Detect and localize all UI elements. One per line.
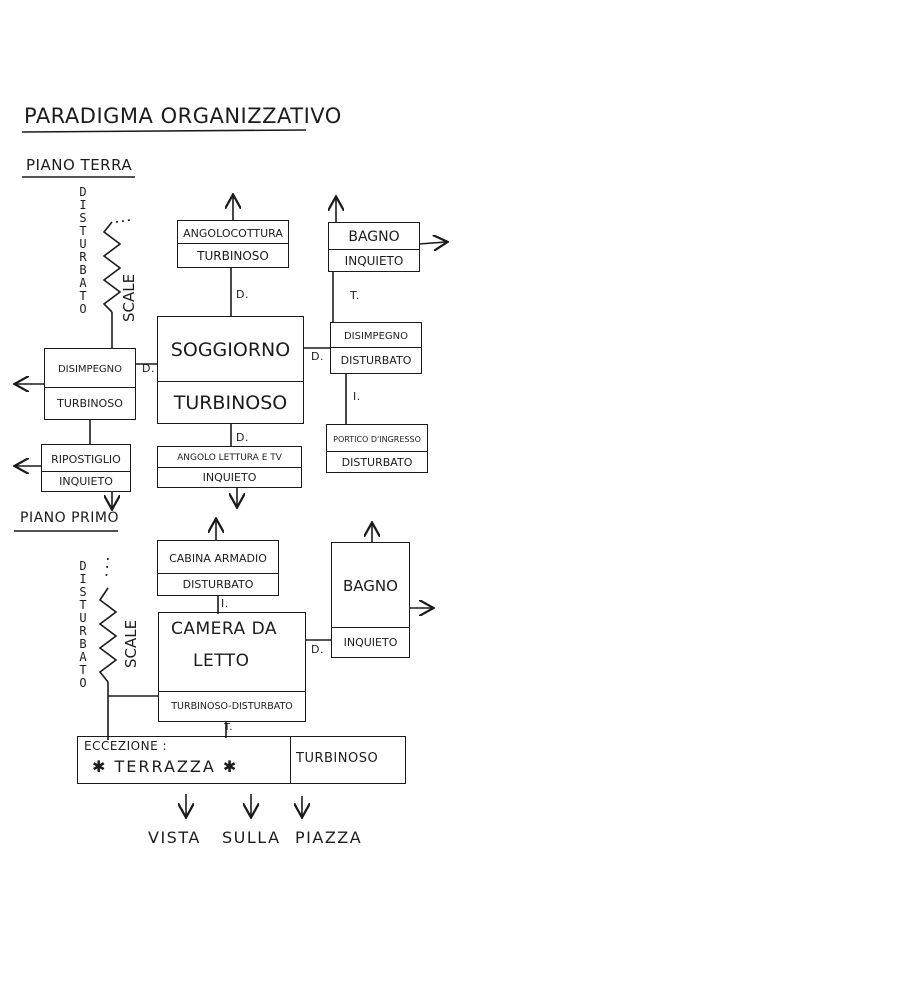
room-state: TURBINOSO (178, 243, 288, 267)
stairs-label: SCALE (122, 619, 140, 668)
room-portico: PORTICO D'INGRESSO DISTURBATO (326, 424, 428, 473)
room-name: ANGOLO LETTURA E TV (177, 453, 282, 463)
room-terrazza: ECCEZIONE : ✱ TERRAZZA ✱ TURBINOSO (77, 736, 406, 784)
room-name: RIPOSTIGLIO (51, 452, 121, 466)
room-state: TURBINOSO-DISTURBATO (159, 691, 305, 721)
room-state: TURBINOSO (296, 751, 379, 766)
page-title: PARADIGMA ORGANIZZATIVO (24, 104, 342, 128)
room-name-line2: LETTO (193, 651, 250, 671)
link-label: T. (224, 722, 234, 733)
room-disimpegno-left: DISIMPEGNO TURBINOSO (44, 348, 136, 420)
room-state: DISTURBATO (331, 347, 421, 373)
room-soggiorno: SOGGIORNO TURBINOSO (157, 316, 304, 424)
room-bagno-primo: BAGNO INQUIETO (331, 542, 410, 658)
room-state: DISTURBATO (327, 451, 427, 472)
room-state: INQUIETO (332, 627, 409, 657)
room-state: INQUIETO (158, 467, 301, 487)
room-name: CABINA ARMADIO (169, 551, 267, 565)
exception-label: ECCEZIONE : (84, 739, 168, 753)
link-label: D. (236, 431, 249, 444)
room-name: BAGNO (348, 229, 400, 245)
room-angolo-lettura: ANGOLO LETTURA E TV INQUIETO (157, 446, 302, 488)
room-camera-da-letto: CAMERA DA LETTO TURBINOSO-DISTURBATO (158, 612, 306, 722)
room-cabina-armadio: CABINA ARMADIO DISTURBATO (157, 540, 279, 596)
footer-piazza: PIAZZA (295, 828, 363, 847)
link-label: T. (350, 289, 360, 302)
room-disimpegno-right: DISIMPEGNO DISTURBATO (330, 322, 422, 374)
link-label: I. (353, 390, 361, 403)
room-name: DISIMPEGNO (343, 330, 409, 342)
ground-floor-label: PIANO TERRA (26, 156, 133, 174)
stairs-state-vertical: DISTURBATO (79, 185, 87, 316)
link-label: D. (311, 350, 324, 363)
first-floor-label: PIANO PRIMO (20, 510, 119, 526)
room-name-line1: CAMERA DA (171, 619, 277, 639)
link-label: D. (236, 288, 249, 301)
room-name: SOGGIORNO (170, 339, 291, 361)
room-state: INQUIETO (42, 471, 130, 491)
room-name: ANGOLOCOTTURA (183, 226, 283, 240)
room-state: INQUIETO (329, 249, 419, 271)
room-state: TURBINOSO (158, 381, 303, 423)
room-name: BAGNO (343, 577, 398, 595)
room-state: TURBINOSO (45, 387, 135, 419)
link-label: D. (142, 362, 155, 375)
room-name: ✱ TERRAZZA ✱ (92, 757, 239, 776)
footer-sulla: SULLA (222, 828, 281, 847)
footer-vista: VISTA (148, 828, 201, 847)
room-name: DISIMPEGNO (57, 363, 123, 375)
link-label: D. (311, 643, 324, 656)
stairs-label: SCALE (120, 273, 138, 322)
stairs-state-vertical: DISTURBATO (79, 559, 87, 690)
room-ripostiglio: RIPOSTIGLIO INQUIETO (41, 444, 131, 492)
room-bagno: BAGNO INQUIETO (328, 222, 420, 272)
divider (290, 737, 291, 783)
link-label: I. (221, 597, 229, 610)
room-angolo-cottura: ANGOLOCOTTURA TURBINOSO (177, 220, 289, 268)
room-name: PORTICO D'INGRESSO (333, 434, 421, 444)
room-state: DISTURBATO (158, 573, 278, 595)
